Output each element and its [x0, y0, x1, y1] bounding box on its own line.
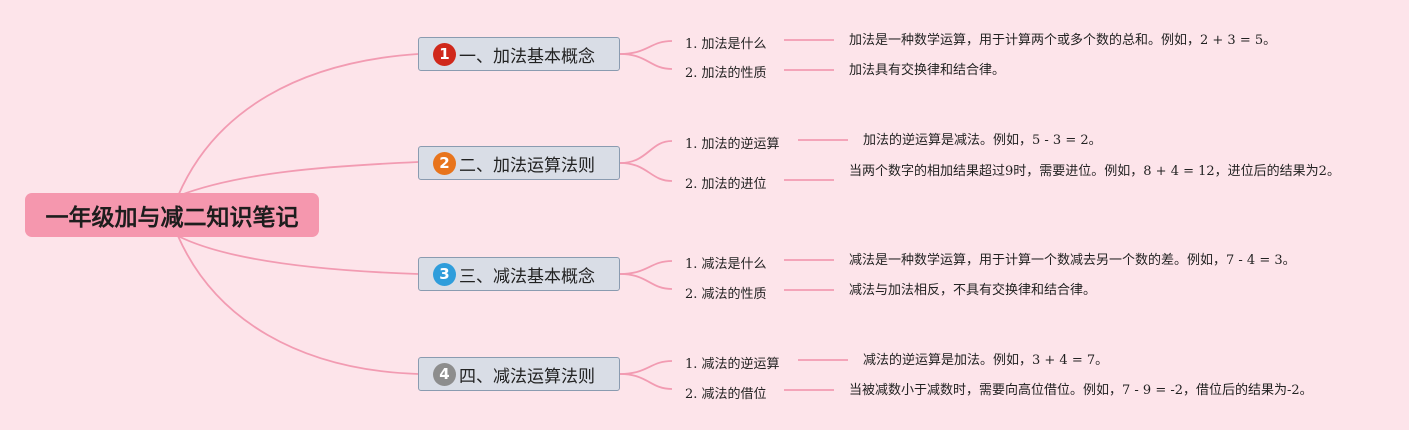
branch-label: 三、减法基本概念 — [459, 266, 595, 287]
subtopic-description[interactable]: 当被减数小于减数时，需要向高位借位。例如，7 - 9 = -2，借位后的结果为-… — [849, 383, 1313, 398]
root-title: 一年级加与减二知识笔记 — [45, 205, 299, 231]
subtopic-label[interactable]: 1. 减法的逆运算 — [685, 357, 780, 372]
root-to-branch-4 — [177, 235, 419, 375]
branch-3-to-item-2 — [619, 273, 673, 290]
priority-4-icon: 4 — [433, 362, 456, 386]
branch-topic-2[interactable]: 2 二、加法运算法则 — [418, 146, 620, 180]
subtopic-description[interactable]: 减法的逆运算是加法。例如，3 + 4 = 7。 — [863, 353, 1109, 368]
subtopic-description[interactable]: 加法是一种数学运算，用于计算两个或多个数的总和。例如，2 + 3 = 5。 — [849, 33, 1277, 48]
root-to-branch-3 — [177, 235, 419, 275]
branch-1-to-item-2 — [619, 53, 673, 70]
branch-1-to-item-1 — [619, 40, 673, 55]
subtopic-label[interactable]: 2. 减法的性质 — [685, 287, 767, 302]
branch-label: 二、加法运算法则 — [459, 155, 595, 176]
subtopic-description[interactable]: 减法与加法相反，不具有交换律和结合律。 — [849, 283, 1097, 298]
subtopic-label[interactable]: 1. 加法是什么 — [685, 37, 767, 52]
subtopic-description[interactable]: 加法的逆运算是减法。例如，5 - 3 = 2。 — [863, 133, 1102, 148]
priority-2-icon: 2 — [433, 151, 456, 175]
branch-3-to-item-1 — [619, 260, 673, 275]
root-to-branch-2 — [177, 161, 419, 197]
priority-1-icon: 1 — [433, 42, 456, 66]
branch-2-to-item-1 — [619, 140, 673, 164]
subtopic-label[interactable]: 2. 加法的性质 — [685, 66, 767, 81]
branch-topic-3[interactable]: 3 三、减法基本概念 — [418, 257, 620, 291]
branch-topic-1[interactable]: 1 一、加法基本概念 — [418, 37, 620, 71]
subtopic-description[interactable]: 减法是一种数学运算，用于计算一个数减去另一个数的差。例如，7 - 4 = 3。 — [849, 253, 1296, 268]
root-to-branch-1 — [177, 53, 419, 197]
branch-4-to-item-1 — [619, 360, 673, 375]
branch-label: 四、减法运算法则 — [459, 366, 595, 387]
subtopic-label[interactable]: 1. 减法是什么 — [685, 257, 767, 272]
branch-label: 一、加法基本概念 — [459, 46, 595, 67]
branch-topic-4[interactable]: 4 四、减法运算法则 — [418, 357, 620, 391]
subtopic-label[interactable]: 2. 加法的进位 — [685, 177, 767, 192]
subtopic-label[interactable]: 2. 减法的借位 — [685, 387, 767, 402]
priority-3-icon: 3 — [433, 262, 456, 286]
root-topic[interactable]: 一年级加与减二知识笔记 — [25, 193, 319, 237]
branch-2-to-item-2 — [619, 162, 673, 182]
branch-4-to-item-2 — [619, 373, 673, 390]
subtopic-description[interactable]: 当两个数字的相加结果超过9时，需要进位。例如，8 + 4 = 12，进位后的结果… — [849, 164, 1340, 179]
subtopic-label[interactable]: 1. 加法的逆运算 — [685, 137, 780, 152]
subtopic-description[interactable]: 加法具有交换律和结合律。 — [849, 63, 1006, 78]
